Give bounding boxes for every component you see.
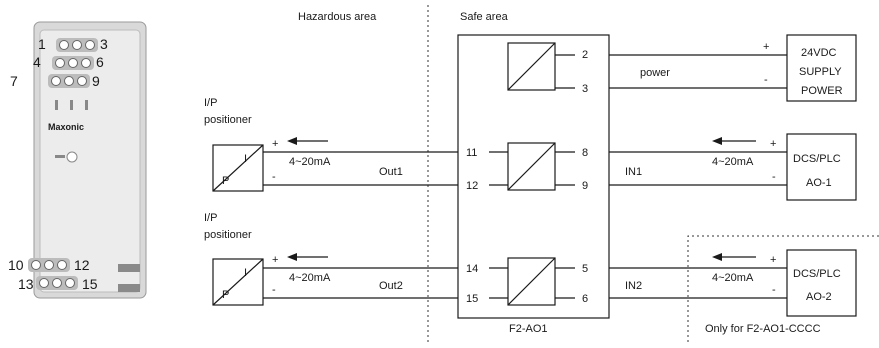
terminal-number: 3 xyxy=(582,83,588,95)
terminal-label: 1 xyxy=(38,36,46,52)
device-name-label: F2-AO1 xyxy=(509,323,548,335)
current-arrow xyxy=(287,137,328,145)
current-label: 4~20mA xyxy=(712,156,754,168)
terminal-label: 12 xyxy=(74,257,90,273)
block-p-label: P xyxy=(222,289,229,301)
out-label: Out1 xyxy=(379,166,403,178)
top-terminal-block xyxy=(48,38,98,88)
minus-sign: - xyxy=(772,171,776,183)
block-i-label: I xyxy=(244,153,247,165)
power-supply-box xyxy=(786,34,857,102)
dcs-label: AO-2 xyxy=(806,291,832,303)
brand-logo: Maxonic xyxy=(48,122,84,132)
power-label: power xyxy=(640,67,670,79)
terminal-number: 8 xyxy=(582,147,588,159)
plus-sign: + xyxy=(272,138,278,150)
terminal-label: 3 xyxy=(100,36,108,52)
positioner-label: positioner xyxy=(204,229,252,241)
module-illustration: 1 3 4 6 7 9 Maxonic 10 12 13 15 xyxy=(8,21,147,299)
isolator-power xyxy=(507,42,556,91)
current-arrow xyxy=(712,137,756,145)
terminal-number: 6 xyxy=(582,293,588,305)
hazardous-area-label: Hazardous area xyxy=(298,11,377,23)
current-label: 4~20mA xyxy=(289,272,331,284)
terminal-label: 15 xyxy=(82,276,98,292)
current-arrow xyxy=(287,253,328,261)
dcs-label: AO-1 xyxy=(806,177,832,189)
terminal-marking-dots xyxy=(55,100,88,110)
terminal-label: 4 xyxy=(33,54,41,70)
isolator-channel-1 xyxy=(507,142,556,191)
block-i-label: I xyxy=(244,267,247,279)
positioner-label: I/P xyxy=(204,212,217,224)
bottom-terminal-block xyxy=(28,258,140,292)
optional-zone-border xyxy=(687,235,879,342)
terminal-label: 13 xyxy=(18,276,34,292)
terminal-number: 2 xyxy=(582,49,588,61)
minus-sign: - xyxy=(772,284,776,296)
positioner-label: positioner xyxy=(204,114,252,126)
minus-sign: - xyxy=(272,284,276,296)
terminal-number: 5 xyxy=(582,263,588,275)
only-for-label: Only for F2-AO1-CCCC xyxy=(705,323,821,335)
dcs-plc-box-2 xyxy=(786,249,857,317)
plus-sign: + xyxy=(763,41,769,53)
terminal-number: 11 xyxy=(466,147,477,159)
status-led xyxy=(55,151,78,163)
power-supply-line: 24VDC xyxy=(801,47,837,59)
current-label: 4~20mA xyxy=(289,156,331,168)
power-supply-line: SUPPLY xyxy=(799,66,842,78)
plus-sign: + xyxy=(770,254,776,266)
in-label: IN1 xyxy=(625,166,642,178)
power-supply-line: POWER xyxy=(801,85,843,97)
terminal-label: 6 xyxy=(96,54,104,70)
dcs-label: DCS/PLC xyxy=(793,153,841,165)
safe-area-label: Safe area xyxy=(460,11,509,23)
positioner-label: I/P xyxy=(204,97,217,109)
minus-sign: - xyxy=(272,171,276,183)
terminal-label: 10 xyxy=(8,257,24,273)
current-arrow xyxy=(712,253,756,261)
terminal-number: 14 xyxy=(466,263,478,275)
internal-wiring xyxy=(489,54,575,299)
terminal-number: 12 xyxy=(466,180,478,192)
block-p-label: P xyxy=(222,175,229,187)
ip-positioner-block-2 xyxy=(212,258,264,306)
in-label: IN2 xyxy=(625,280,642,292)
dcs-label: DCS/PLC xyxy=(793,268,841,280)
dcs-plc-box-1 xyxy=(786,133,857,201)
current-label: 4~20mA xyxy=(712,272,754,284)
terminal-label: 7 xyxy=(10,73,18,89)
terminal-number: 9 xyxy=(582,180,588,192)
terminal-label: 9 xyxy=(92,73,100,89)
minus-sign: - xyxy=(764,74,768,86)
plus-sign: + xyxy=(770,138,776,150)
plus-sign: + xyxy=(272,254,278,266)
out-label: Out2 xyxy=(379,280,403,292)
ip-positioner-block-1 xyxy=(212,144,264,192)
isolator-channel-2 xyxy=(507,257,556,306)
terminal-number: 15 xyxy=(466,293,478,305)
